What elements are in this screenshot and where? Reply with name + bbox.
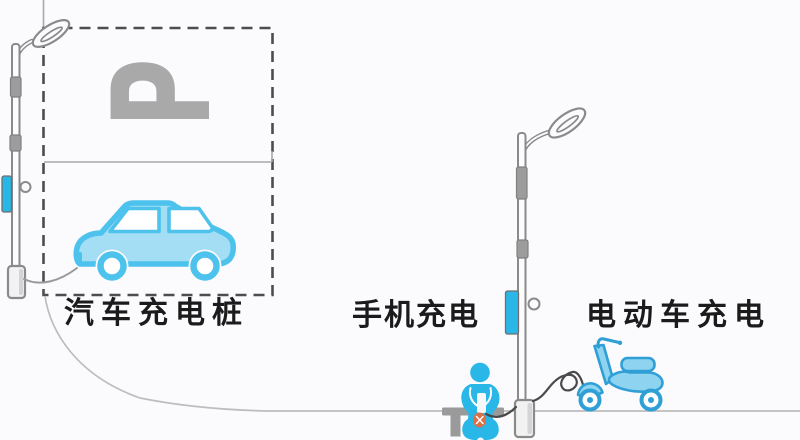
parking-zone-divider-line bbox=[44, 151, 273, 163]
scooter-rear-hub bbox=[648, 397, 654, 403]
person-arm-gap bbox=[468, 387, 478, 407]
adapter-stripes bbox=[475, 415, 484, 425]
pole-equipment-box bbox=[516, 239, 529, 259]
scooter-handlebar bbox=[596, 337, 621, 349]
person-icon bbox=[461, 362, 500, 440]
parking-p-glyph: P bbox=[84, 58, 243, 128]
car-rear-window bbox=[167, 206, 215, 234]
lamp-head-icon bbox=[31, 19, 71, 48]
parking-p-symbol: P bbox=[85, 57, 243, 129]
pole-base-shade bbox=[527, 403, 532, 434]
streetlight-left-icon bbox=[1, 19, 71, 300]
pole-equipment-box bbox=[9, 76, 22, 98]
scooter-front-hub bbox=[587, 397, 593, 403]
label-car-charging: 汽车充电桩 bbox=[64, 297, 249, 330]
ground-line bbox=[44, 295, 800, 412]
pole-equipment-box bbox=[9, 134, 22, 152]
scooter-body bbox=[607, 370, 664, 394]
car-rear-wheel bbox=[190, 251, 220, 281]
bench-leg bbox=[450, 415, 461, 437]
person-head bbox=[470, 362, 490, 383]
cable-hook-icon bbox=[19, 181, 32, 193]
person-leg-gap bbox=[477, 437, 484, 440]
car-charge-port bbox=[75, 252, 82, 262]
phone-charging-cable bbox=[484, 405, 518, 418]
scooter-icon bbox=[576, 337, 664, 412]
streetlight-right-icon bbox=[504, 107, 587, 439]
scooter-handle-grip bbox=[617, 340, 623, 345]
label-phone-charging: 手机充电 bbox=[352, 299, 480, 332]
pole-base-shade bbox=[19, 269, 23, 295]
phone-icon bbox=[477, 393, 486, 413]
charging-screen-panel bbox=[504, 290, 520, 335]
charging-screen-panel bbox=[1, 175, 13, 213]
label-ebike-charging: 电动车充电 bbox=[586, 299, 771, 332]
car-charging-cable bbox=[23, 267, 78, 284]
car-front-wheel bbox=[97, 251, 127, 281]
lamp-head-icon bbox=[547, 107, 587, 139]
scooter-charging-cable bbox=[531, 370, 585, 403]
scooter-seat bbox=[620, 356, 656, 373]
car-front-window bbox=[108, 206, 161, 234]
pole-equipment-box bbox=[515, 166, 528, 200]
car-icon bbox=[73, 200, 236, 283]
cable-hook-icon bbox=[527, 297, 541, 311]
